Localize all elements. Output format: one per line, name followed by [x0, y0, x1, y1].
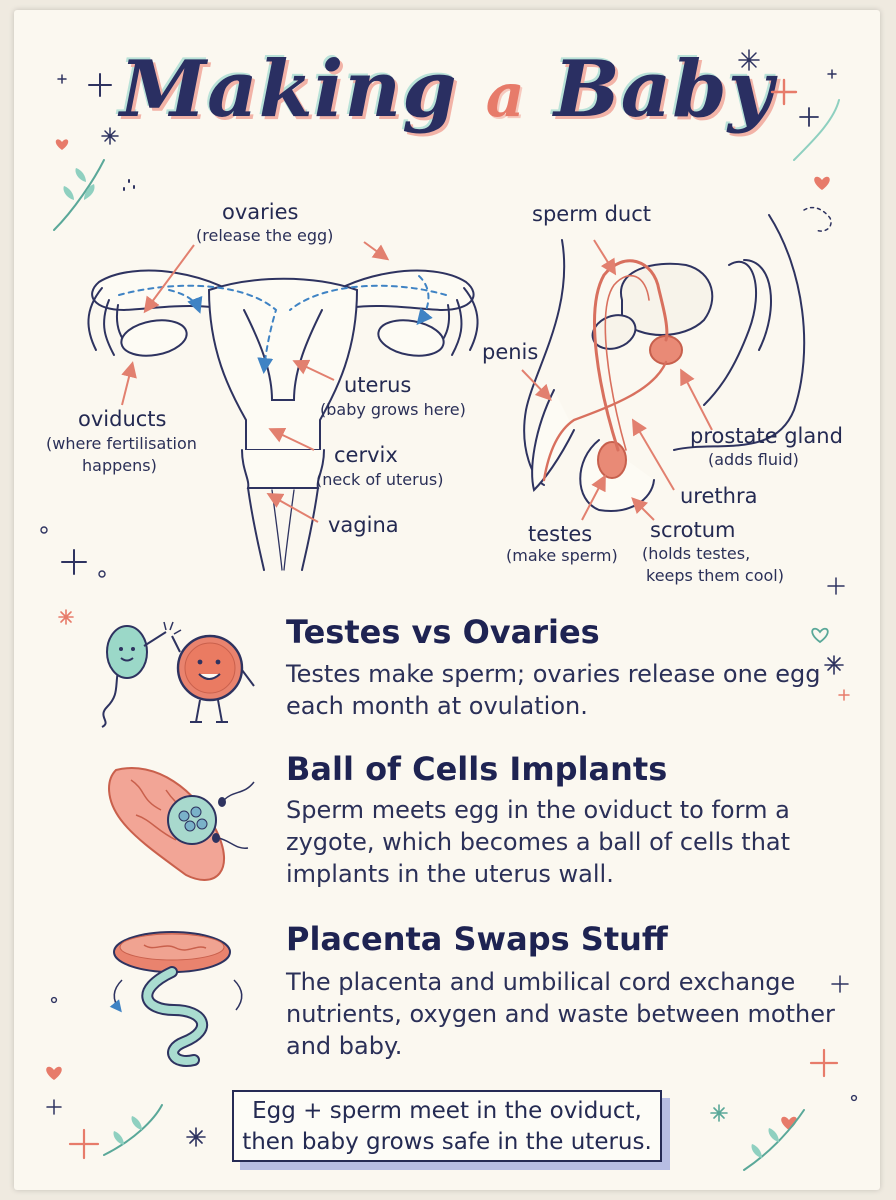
page-title: Making a Baby: [14, 44, 880, 135]
label-uterus: uterus: [344, 373, 412, 397]
label-oviducts-note-line1: (where fertilisation: [46, 434, 197, 453]
section-body-testes-vs-ovaries: Testes make sperm; ovaries release one e…: [286, 660, 821, 720]
section-body-placenta: The placenta and umbilical cord exchange…: [286, 968, 835, 1060]
label-penis: penis: [482, 340, 539, 364]
section-title-testes-vs-ovaries: Testes vs Ovaries: [286, 613, 600, 651]
female-reproductive-diagram: [87, 269, 479, 571]
title-word-a: a: [485, 61, 526, 131]
section-body-ball-of-cells: Sperm meets egg in the oviduct to form a…: [286, 796, 791, 888]
male-label-arrows: [521, 239, 713, 521]
title-word-making: Making: [119, 44, 458, 135]
label-cervix: cervix: [334, 443, 398, 467]
label-scrotum: scrotum: [650, 518, 736, 542]
illustrations: [40, 49, 858, 1171]
summary-line2: then baby grows safe in the uterus.: [242, 1129, 652, 1155]
label-ovaries-note: (release the egg): [196, 226, 334, 245]
label-sperm-duct: sperm duct: [532, 202, 652, 226]
label-testes: testes: [528, 522, 593, 546]
label-ovaries: ovaries: [222, 200, 299, 224]
section-title-placenta: Placenta Swaps Stuff: [286, 920, 668, 958]
label-oviducts-note-line2: happens): [82, 456, 157, 475]
placenta-and-cord-icon: [109, 931, 243, 1067]
label-testes-note: (make sperm): [506, 546, 618, 565]
label-scrotum-note-line1: (holds testes,: [642, 544, 751, 563]
label-prostate-note: (adds fluid): [708, 450, 799, 469]
label-uterus-note: (baby grows here): [320, 400, 466, 419]
sperm-and-egg-high-five-icon: [101, 621, 255, 728]
label-scrotum-note-line2: keeps them cool): [646, 566, 784, 585]
label-vagina: vagina: [328, 513, 399, 537]
poster-page: Making a Baby: [14, 10, 880, 1190]
section-title-ball-of-cells: Ball of Cells Implants: [286, 750, 668, 788]
summary-line1: Egg + sperm meet in the oviduct,: [252, 1098, 642, 1124]
label-oviducts: oviducts: [78, 407, 167, 431]
title-word-baby: Baby: [553, 44, 775, 135]
label-prostate-gland: prostate gland: [690, 424, 843, 448]
decorations: [40, 49, 858, 1171]
ball-of-cells-implanting-icon: [108, 767, 255, 881]
summary-box: Egg + sperm meet in the oviduct, then ba…: [232, 1090, 662, 1162]
label-cervix-note: (neck of uterus): [316, 470, 444, 489]
label-urethra: urethra: [680, 484, 758, 508]
male-reproductive-diagram: [523, 214, 806, 512]
female-label-arrows: [121, 241, 390, 523]
